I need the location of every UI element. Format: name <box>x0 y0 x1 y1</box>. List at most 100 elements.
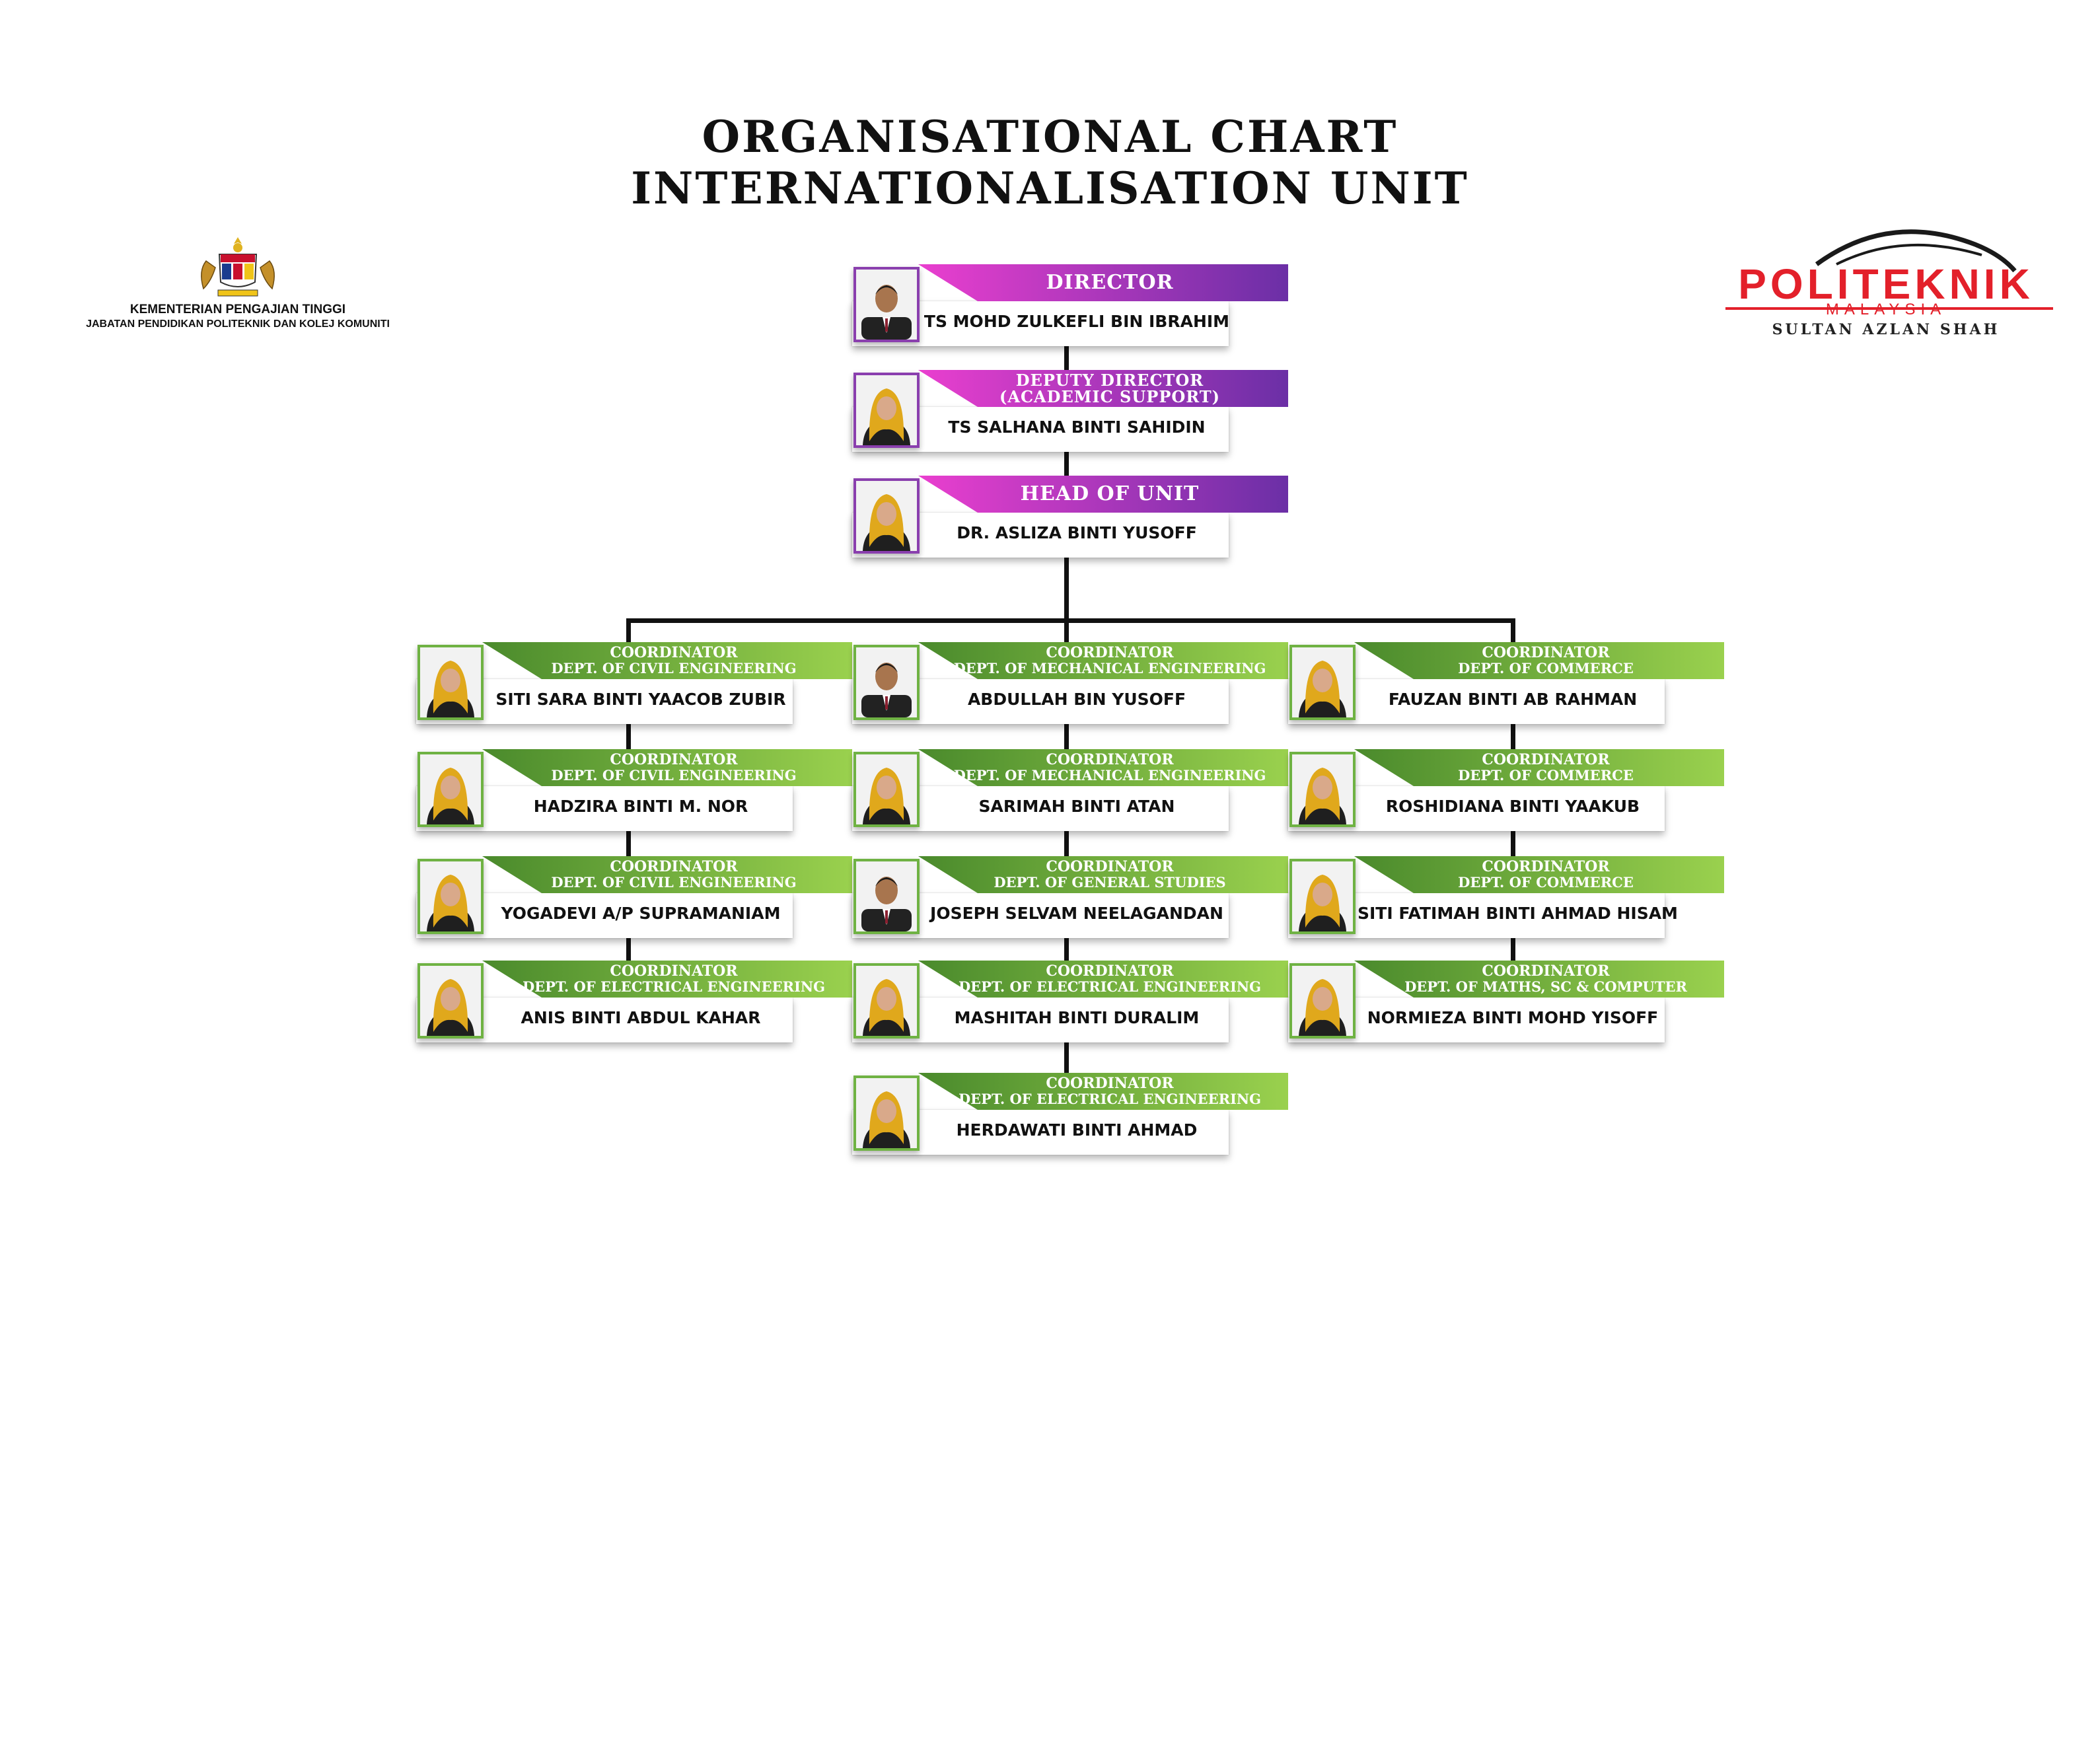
role-line-2: DEPT. OF MATHS, SC & COMPUTER <box>1404 978 1687 995</box>
person-photo <box>853 267 920 342</box>
leader-card-0: DIRECTOR TS MOHD ZULKEFLI BIN IBRAHIM <box>852 264 1288 346</box>
connector-drop-left <box>626 618 631 645</box>
politeknik-campus: SULTAN AZLAN SHAH <box>1772 321 2000 338</box>
role-banner <box>918 370 1288 407</box>
person-portrait-icon <box>856 270 917 340</box>
role-title: DIRECTOR <box>951 264 1268 301</box>
role-banner <box>1354 642 1724 679</box>
role-line-2: DEPT. OF ELECTRICAL ENGINEERING <box>958 978 1262 995</box>
person-name: DR. ASLIZA BINTI YUSOFF <box>957 523 1197 542</box>
politeknik-arc-logo <box>1725 229 2053 310</box>
politeknik-country: MALAYSIA <box>1825 301 1947 318</box>
role-line-2: DEPT. OF COMMERCE <box>1458 873 1634 891</box>
person-name: NORMIEZA BINTI MOHD YISOFF <box>1367 1008 1659 1027</box>
person-portrait-icon <box>856 1078 917 1148</box>
connector-branch-bar <box>626 618 1515 623</box>
role-line-1: COORDINATOR <box>1046 1075 1174 1093</box>
department-name: JABATAN PENDIDIKAN POLITEKNIK DAN KOLEJ … <box>86 318 390 330</box>
ministry-name: KEMENTERIAN PENGAJIAN TINGGI <box>129 303 346 316</box>
chart-title: ORGANISATIONAL CHART <box>702 111 1398 163</box>
role-line-2: (ACADEMIC SUPPORT) <box>999 387 1221 406</box>
role-banner <box>918 476 1288 513</box>
person-photo <box>853 963 920 1038</box>
person-name: SITI SARA BINTI YAACOB ZUBIR <box>495 690 786 709</box>
person-photo <box>417 752 484 827</box>
person-portrait-icon <box>856 481 917 551</box>
person-name: ROSHIDIANA BINTI YAAKUB <box>1385 797 1640 816</box>
role-line-1: COORDINATOR <box>610 751 738 769</box>
role-banner <box>482 749 852 786</box>
person-portrait-icon <box>1292 754 1353 824</box>
person-name: HADZIRA BINTI M. NOR <box>533 797 748 816</box>
person-portrait-icon <box>856 861 917 931</box>
role-line-2: DEPT. OF CIVIL ENGINEERING <box>551 873 797 891</box>
person-photo <box>1289 963 1356 1038</box>
person-portrait-icon <box>420 861 481 931</box>
role-line-1: COORDINATOR <box>1482 751 1610 769</box>
role-line-2: DEPT. OF COMMERCE <box>1458 659 1634 676</box>
person-portrait-icon <box>856 754 917 824</box>
person-name: ABDULLAH BIN YUSOFF <box>967 690 1186 709</box>
role-line-1: COORDINATOR <box>610 963 738 980</box>
person-photo <box>417 859 484 934</box>
connector-drop-center <box>1064 618 1069 645</box>
role-banner <box>918 264 1288 301</box>
role-line-2: DEPT. OF GENERAL STUDIES <box>994 873 1226 891</box>
role-line-1: COORDINATOR <box>1046 963 1174 980</box>
person-photo <box>853 752 920 827</box>
role-line-2: DEPT. OF CIVIL ENGINEERING <box>551 766 797 783</box>
person-photo <box>853 1075 920 1151</box>
role-line-2: DEPT. OF CIVIL ENGINEERING <box>551 659 797 676</box>
role-title: HEAD OF UNIT <box>951 476 1268 513</box>
role-line-1: COORDINATOR <box>610 644 738 662</box>
role-banner <box>918 642 1288 679</box>
person-portrait-icon <box>856 647 917 717</box>
person-photo <box>853 859 920 934</box>
role-line-1: COORDINATOR <box>1046 644 1174 662</box>
person-name: FAUZAN BINTI AB RAHMAN <box>1388 690 1638 709</box>
role-banner <box>918 961 1288 998</box>
role-line-2: DEPT. OF MECHANICAL ENGINEERING <box>953 659 1266 676</box>
person-photo <box>1289 859 1356 934</box>
person-portrait-icon <box>1292 647 1353 717</box>
role-line-1: COORDINATOR <box>1482 858 1610 876</box>
person-portrait-icon <box>420 966 481 1036</box>
role-banner <box>918 749 1288 786</box>
role-banner <box>1354 856 1724 893</box>
person-name: TS MOHD ZULKEFLI BIN IBRAHIM <box>923 312 1230 331</box>
connector-drop-right <box>1511 618 1515 645</box>
role-banner <box>1354 749 1724 786</box>
person-photo <box>853 645 920 720</box>
person-photo <box>853 478 920 554</box>
role-banner <box>482 961 852 998</box>
person-portrait-icon <box>856 966 917 1036</box>
role-line-1: COORDINATOR <box>610 858 738 876</box>
person-photo <box>417 645 484 720</box>
role-line-2: DEPT. OF COMMERCE <box>1458 766 1634 783</box>
role-line-2: DEPT. OF MECHANICAL ENGINEERING <box>953 766 1266 783</box>
person-name: TS SALHANA BINTI SAHIDIN <box>948 418 1206 437</box>
person-name: SITI FATIMAH BINTI AHMAD HISAM <box>1358 904 1678 923</box>
role-banner <box>482 642 852 679</box>
role-line-1: COORDINATOR <box>1482 963 1610 980</box>
person-name: HERDAWATI BINTI AHMAD <box>956 1120 1198 1140</box>
